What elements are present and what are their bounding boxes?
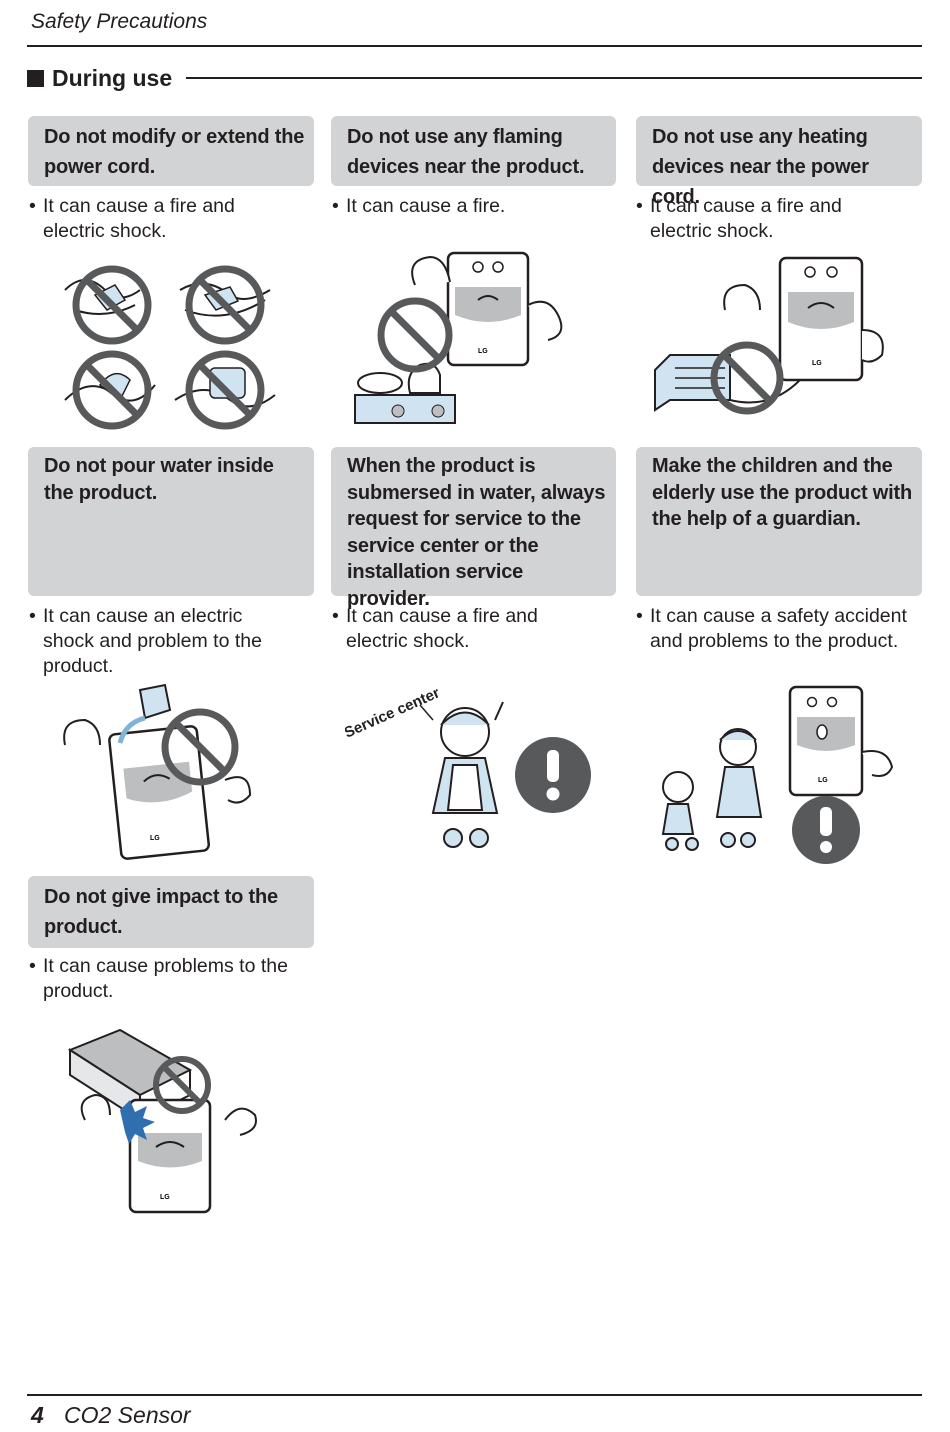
page-header-title: Safety Precautions: [31, 10, 208, 33]
svg-text:LG: LG: [478, 348, 488, 355]
card-bullet: •It can cause problems to the product.: [29, 955, 288, 1002]
card-bullet: •It can cause a safety accident and prob…: [636, 605, 907, 652]
sensor-device: LG: [446, 251, 530, 367]
power-cord-illustration: [64, 265, 276, 430]
sensor-device: LG: [108, 725, 210, 860]
header-rule: [27, 45, 922, 47]
child-figure: [661, 771, 699, 851]
woman-figure: [431, 701, 504, 848]
bullet-dot: •: [636, 605, 643, 627]
bullet-dot: •: [29, 605, 36, 627]
prohibition-icon: [153, 1056, 211, 1114]
card-heading: Do not use any flaming devices near the …: [331, 116, 616, 186]
impact-illustration: LG: [67, 1028, 257, 1214]
sensor-device: LG: [788, 685, 864, 797]
flaming-device-illustration: LG: [354, 251, 563, 424]
footer-rule: [27, 1394, 922, 1396]
prohibition-icon: [161, 708, 239, 786]
adult-figure: [715, 728, 763, 848]
bullet-dot: •: [332, 605, 339, 627]
card-bullet: •It can cause a fire.: [332, 195, 506, 217]
card-heading: When the product is submersed in water, …: [331, 447, 616, 610]
card-bullet: •It can cause a fire and electric shock.: [29, 195, 235, 242]
card-bullet: •It can cause an electric shock and prob…: [29, 605, 262, 677]
footer-title: CO2 Sensor: [64, 1402, 191, 1428]
svg-text:LG: LG: [818, 777, 828, 784]
bullet-dot: •: [332, 195, 339, 217]
water-pour-illustration: LG: [63, 683, 252, 860]
card-heading: Make the children and the elderly use th…: [636, 447, 922, 596]
section-title: During use: [52, 64, 173, 91]
prohibition-icon: [710, 341, 784, 415]
card-bullet: •It can cause a fire and electric shock.: [636, 195, 842, 242]
prohibition-icon: [72, 265, 265, 430]
sensor-device: LG: [128, 1098, 212, 1214]
bullet-dot: •: [29, 195, 36, 217]
exclamation-icon: [515, 737, 591, 813]
exclamation-icon: [792, 796, 860, 864]
card-heading: Do not use any heating devices near the …: [636, 116, 922, 208]
bullet-dot: •: [29, 955, 36, 977]
section-rule: [186, 77, 922, 79]
guardian-illustration: LG: [661, 685, 894, 864]
svg-text:LG: LG: [160, 1194, 170, 1201]
section-square-icon: [27, 69, 44, 87]
card-heading: Do not give impact to the product.: [28, 876, 314, 948]
svg-text:LG: LG: [812, 360, 822, 367]
card-bullet: •It can cause a fire and electric shock.: [332, 605, 538, 652]
card-heading: Do not modify or extend the power cord.: [28, 116, 314, 186]
section-heading: During use: [27, 62, 922, 94]
card-heading: Do not pour water inside the product.: [28, 447, 314, 596]
service-center-illustration: Service center: [345, 684, 591, 848]
svg-text:LG: LG: [150, 835, 160, 842]
bullet-dot: •: [636, 195, 643, 217]
heating-device-illustration: LG: [654, 256, 884, 415]
prohibition-icon: [377, 297, 453, 373]
page-number: 4: [31, 1402, 44, 1428]
sensor-device: LG: [778, 256, 864, 382]
